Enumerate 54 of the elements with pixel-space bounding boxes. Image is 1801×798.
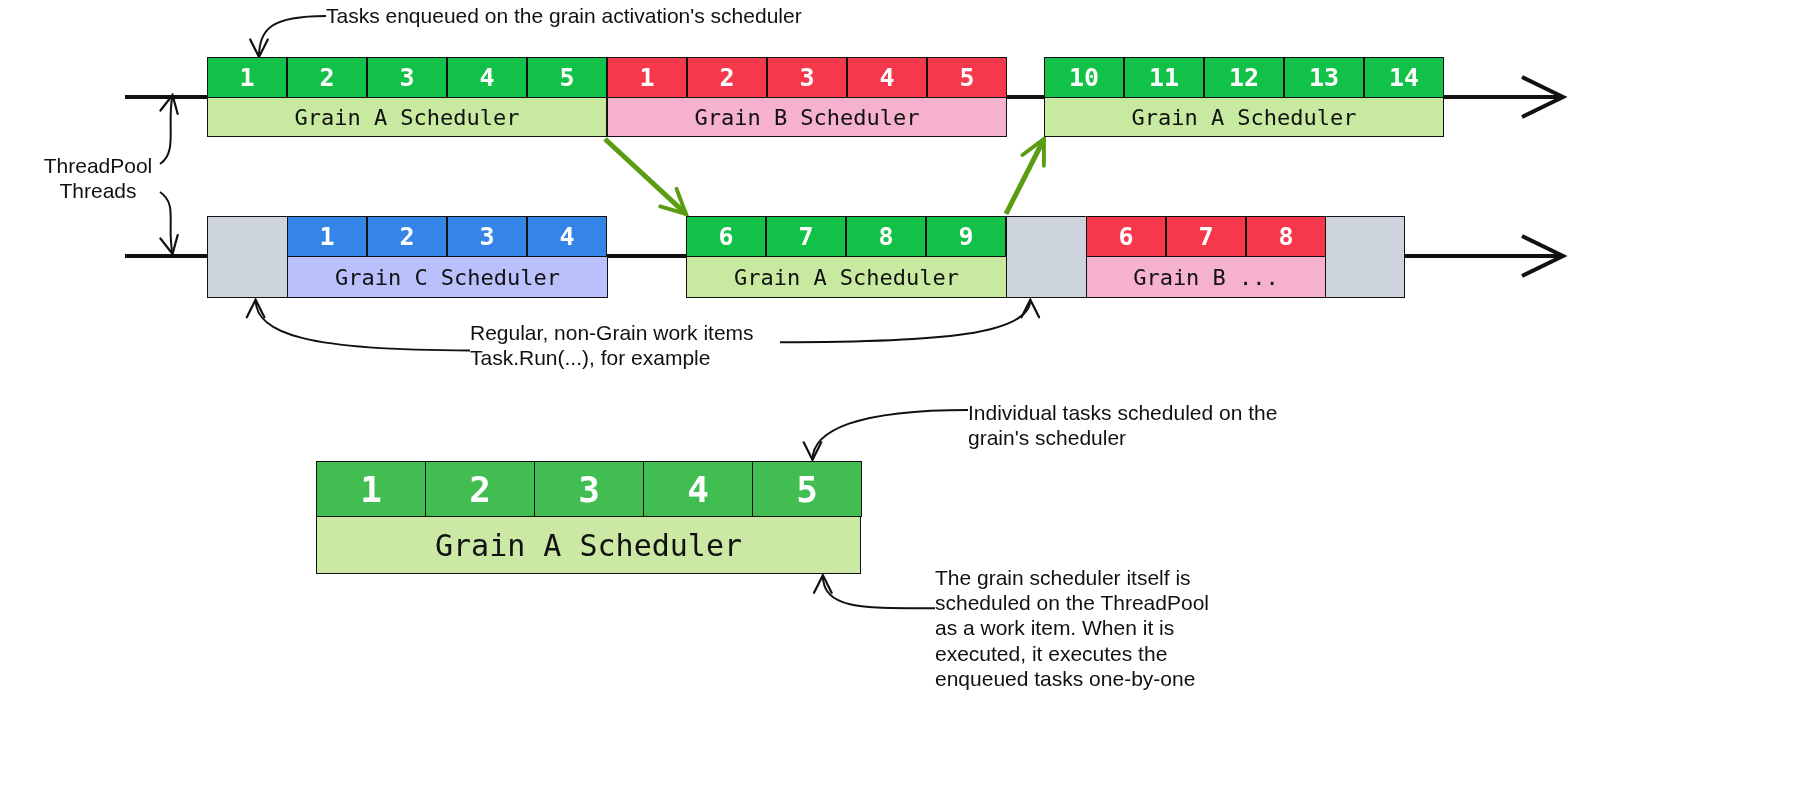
task-cell: 4 (643, 461, 753, 517)
task-cell: 4 (447, 57, 527, 98)
task-cell: 1 (207, 57, 287, 98)
task-cell: 2 (425, 461, 535, 517)
task-cell: 1 (287, 216, 367, 257)
task-cell: 3 (447, 216, 527, 257)
work-item-block (1006, 216, 1087, 298)
leader-line (804, 408, 969, 461)
task-cell: 9 (926, 216, 1006, 257)
scheduler-bar: Grain A Scheduler (1044, 97, 1444, 137)
leader-line (814, 574, 936, 610)
task-cell: 13 (1284, 57, 1364, 98)
task-cell: 2 (287, 57, 367, 98)
scheduler-bar: Grain A Scheduler (316, 516, 861, 574)
annotation-text: ThreadPool Threads (36, 150, 160, 206)
task-cell: 6 (686, 216, 766, 257)
leader-line (159, 191, 180, 256)
leader-line (249, 15, 327, 59)
task-cell: 14 (1364, 57, 1444, 98)
task-cell: 4 (847, 57, 927, 98)
task-cell: 1 (607, 57, 687, 98)
arrow (1003, 137, 1047, 216)
task-cell: 2 (367, 216, 447, 257)
task-cell: 2 (687, 57, 767, 98)
task-cell: 6 (1086, 216, 1166, 257)
scheduler-bar: Grain A Scheduler (686, 256, 1007, 298)
scheduler-bar: Grain B Scheduler (607, 97, 1007, 137)
task-cell: 11 (1124, 57, 1204, 98)
task-cell: 4 (527, 216, 607, 257)
work-item-block (1325, 216, 1405, 298)
task-cell: 5 (752, 461, 862, 517)
work-item-block (207, 216, 288, 298)
scheduler-bar: Grain B ... (1086, 256, 1326, 298)
task-cell: 5 (527, 57, 607, 98)
task-cell: 7 (766, 216, 846, 257)
task-cell: 8 (1246, 216, 1326, 257)
leader-line (248, 298, 471, 352)
task-cell: 8 (846, 216, 926, 257)
task-cell: 5 (927, 57, 1007, 98)
task-cell: 3 (767, 57, 847, 98)
task-cell: 10 (1044, 57, 1124, 98)
annotation-text: Individual tasks scheduled on the grain's scheduler (968, 398, 1298, 452)
task-cell: 12 (1204, 57, 1284, 98)
annotation-text: Regular, non-Grain work items Task.Run(...), for example (470, 318, 780, 372)
scheduler-bar: Grain C Scheduler (287, 256, 608, 298)
task-cell: 3 (367, 57, 447, 98)
annotation-text: Tasks enqueued on the grain activation's scheduler (326, 2, 886, 30)
annotation-text: The grain scheduler itself is scheduled on the ThreadPool as a work item. When it is executed, it executes the enqueued tasks one-by-one (935, 546, 1235, 710)
task-cell: 1 (316, 461, 426, 517)
task-cell: 3 (534, 461, 644, 517)
arrow (603, 137, 688, 216)
scheduler-bar: Grain A Scheduler (207, 97, 607, 137)
leader-line (159, 93, 180, 165)
task-cell: 7 (1166, 216, 1246, 257)
